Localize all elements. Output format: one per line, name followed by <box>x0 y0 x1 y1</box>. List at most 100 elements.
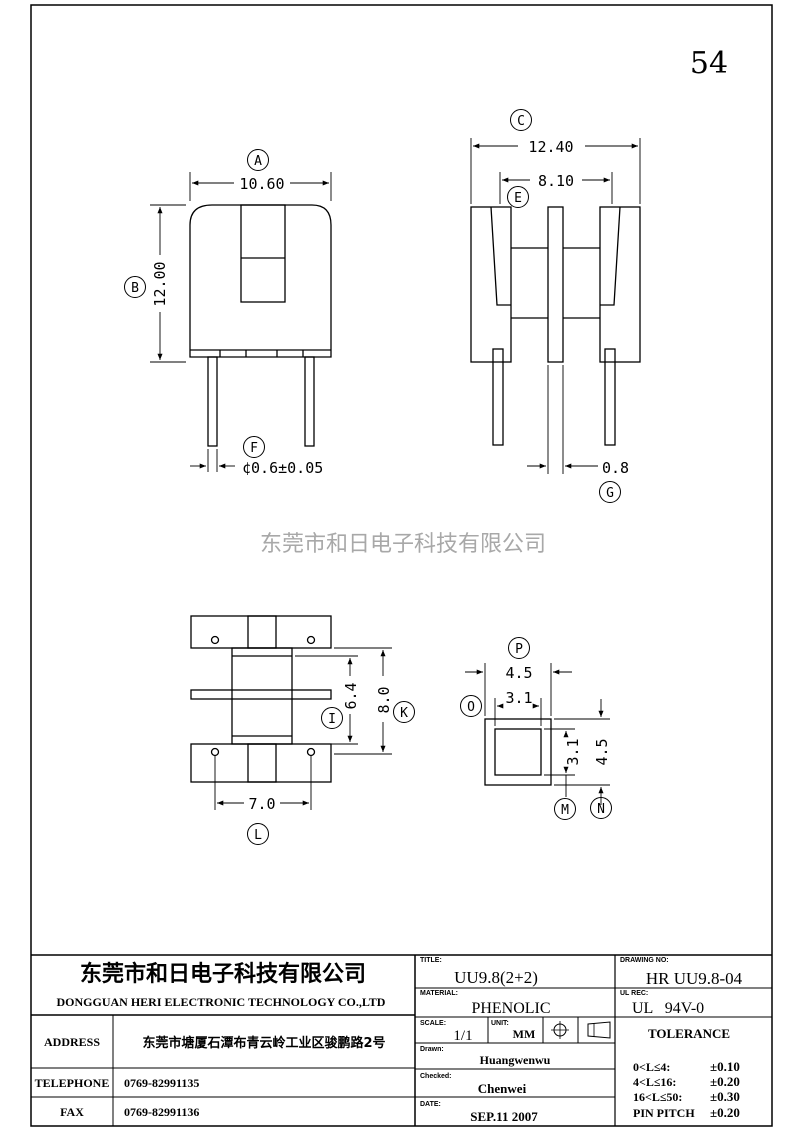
tolerance-value-3: ±0.30 <box>710 1089 740 1104</box>
date-value: SEP.11 2007 <box>470 1109 538 1124</box>
section-dimensions <box>465 663 610 805</box>
svg-text:F: F <box>250 441 258 456</box>
company-name-en: DONGGUAN HERI ELECTRONIC TECHNOLOGY CO.,… <box>57 995 386 1009</box>
page-number: 54 <box>690 46 728 81</box>
circle-label-M: M <box>554 798 576 820</box>
dim-N: 4.5 <box>593 738 611 765</box>
ul-rec-value: UL 94V-0 <box>632 1000 704 1017</box>
front-pin-right <box>304 356 315 447</box>
unit-label: UNIT: <box>491 1020 509 1027</box>
circle-label-G: G <box>599 481 621 503</box>
drawn-label: Drawn: <box>420 1046 444 1053</box>
tolerance-value-2: ±0.20 <box>710 1074 740 1089</box>
material-value: PHENOLIC <box>471 1000 550 1017</box>
telephone-label: TELEPHONE <box>35 1076 110 1090</box>
svg-text:K: K <box>400 706 408 721</box>
front-dimensions <box>150 172 332 472</box>
date-label: DATE: <box>420 1101 441 1108</box>
section-inner-square <box>494 728 542 776</box>
drawing-no-value: HR UU9.8-04 <box>646 969 743 988</box>
checked-value: Chenwei <box>478 1081 527 1096</box>
circle-label-P: P <box>508 637 530 659</box>
section-view <box>484 718 552 786</box>
circle-label-E: E <box>507 186 529 208</box>
svg-text:E: E <box>514 191 522 206</box>
circle-label-F: F <box>243 436 265 458</box>
dim-E: 8.10 <box>538 172 574 190</box>
projection-cone-icon <box>587 1021 611 1039</box>
circle-label-C: C <box>510 109 532 131</box>
address-label: ADDRESS <box>44 1035 100 1049</box>
dim-K: 8.0 <box>375 686 393 713</box>
tolerance-label: TOLERANCE <box>648 1026 730 1041</box>
svg-text:I: I <box>328 712 336 727</box>
svg-text:O: O <box>467 700 475 715</box>
svg-text:P: P <box>515 642 523 657</box>
watermark-text: 东莞市和日电子科技有限公司 <box>260 532 546 557</box>
svg-text:G: G <box>606 486 614 501</box>
scale-label: SCALE: <box>420 1020 446 1027</box>
side-flange-left <box>470 206 512 363</box>
svg-text:N: N <box>597 802 605 817</box>
tolerance-range-2: 4<L≤16: <box>633 1075 676 1089</box>
ul-rec-label: UL REC: <box>620 990 648 997</box>
side-center-wall <box>547 206 564 363</box>
bottom-dimensions <box>214 647 392 810</box>
circle-label-O: O <box>460 695 482 717</box>
side-dimensions <box>470 138 641 474</box>
dim-P: 4.5 <box>505 664 532 682</box>
circle-label-I: I <box>321 707 343 729</box>
circle-label-K: K <box>393 701 415 723</box>
front-body-outline <box>189 204 332 358</box>
circle-label-A: A <box>247 149 269 171</box>
dim-M: 3.1 <box>564 738 582 765</box>
title-block <box>31 954 772 1126</box>
front-slot <box>240 204 286 303</box>
scale-value: 1/1 <box>453 1028 472 1044</box>
title-value: UU9.8(2+2) <box>454 968 538 987</box>
checked-label: Checked: <box>420 1073 452 1080</box>
svg-text:L: L <box>254 828 262 843</box>
dim-F: ¢0.6±0.05 <box>242 459 323 477</box>
side-flange-right <box>599 206 641 363</box>
side-pin-left <box>492 348 504 446</box>
dim-C: 12.40 <box>528 138 573 156</box>
dim-I: 6.4 <box>342 682 360 709</box>
fax-label: FAX <box>60 1105 84 1119</box>
company-name-cn: 东莞市和日电子科技有限公司 <box>80 961 366 987</box>
section-outer-square <box>484 718 552 786</box>
drawing-no-label: DRAWING NO: <box>620 957 669 964</box>
dim-B: 12.00 <box>151 261 169 306</box>
dim-L: 7.0 <box>248 795 275 813</box>
tolerance-range-3: 16<L≤50: <box>633 1090 682 1104</box>
front-pin-left <box>207 356 218 447</box>
circle-label-B: B <box>124 276 146 298</box>
tolerance-range-4: PIN PITCH <box>633 1106 695 1120</box>
address-value: 东莞市塘厦石潭布青云岭工业区骏鹏路2号 <box>142 1035 385 1051</box>
bottom-center-wall <box>190 689 332 700</box>
fax-value: 0769-82991136 <box>124 1105 199 1119</box>
dim-G: 0.8 <box>602 459 629 477</box>
svg-text:M: M <box>561 803 569 818</box>
dim-O: 3.1 <box>505 689 532 707</box>
material-label: MATERIAL: <box>420 990 458 997</box>
side-pin-right <box>604 348 616 446</box>
tolerance-value-4: ±0.20 <box>710 1105 740 1120</box>
unit-value: MM <box>513 1027 536 1041</box>
circle-label-L: L <box>247 823 269 845</box>
tolerance-value-1: ±0.10 <box>710 1059 740 1074</box>
front-view <box>189 204 332 447</box>
svg-text:C: C <box>517 114 525 129</box>
tolerance-range-1: 0<L≤4: <box>633 1060 670 1074</box>
telephone-value: 0769-82991135 <box>124 1076 199 1090</box>
bottom-view <box>190 615 332 783</box>
drawn-value: Huangwenwu <box>480 1053 551 1067</box>
dim-A: 10.60 <box>239 175 284 193</box>
svg-text:B: B <box>131 281 139 296</box>
side-view <box>470 206 641 446</box>
bottom-core <box>231 647 293 745</box>
title-label: TITLE: <box>420 957 442 964</box>
svg-text:A: A <box>254 154 262 169</box>
circle-label-N: N <box>590 797 612 819</box>
